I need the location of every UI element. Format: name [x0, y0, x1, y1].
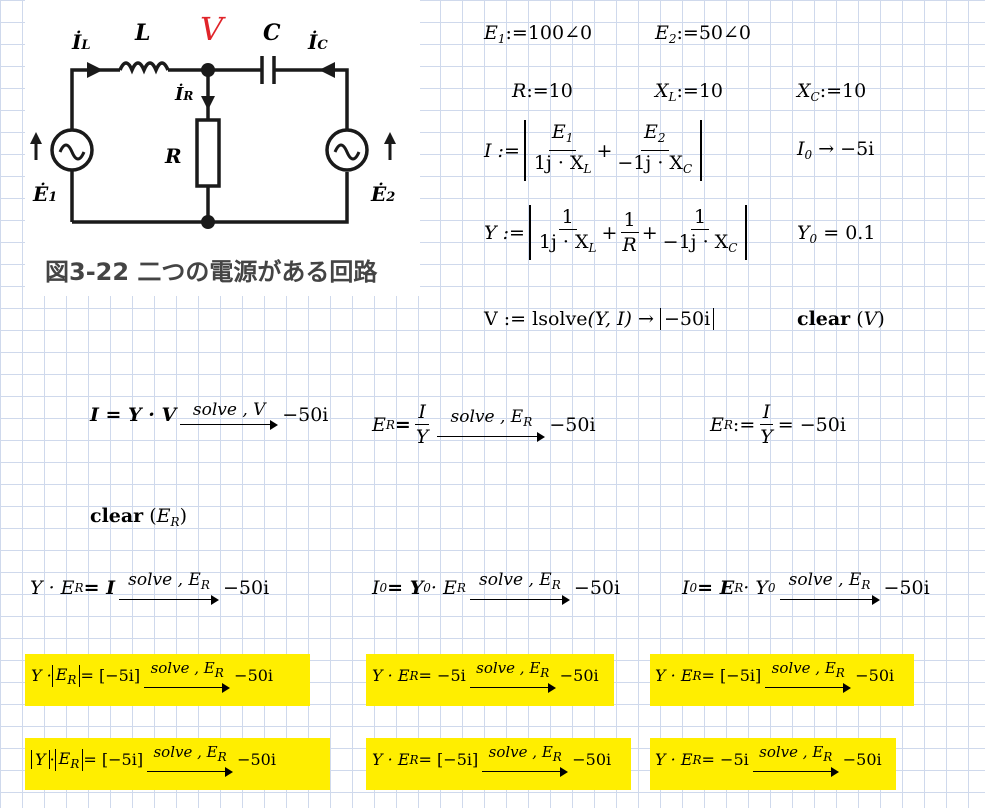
- clear-er[interactable]: clear (ER): [90, 505, 187, 529]
- circuit-figure: İL L V C İC İR R Ė1 Ė2 図3-22 二つの電源がある回路: [25, 0, 420, 296]
- result-a1[interactable]: Y · ER = [−5i] solve , ER −50i: [31, 658, 273, 693]
- yellow-block-b1: [25, 738, 330, 790]
- def-xl[interactable]: XL:=10: [655, 80, 723, 104]
- figure-caption: 図3-22 二つの電源がある回路: [45, 258, 378, 286]
- solve-eq-1[interactable]: I = Y · V solve , V −50i: [90, 400, 328, 430]
- e1-label: Ė1: [33, 182, 58, 206]
- inductor-label: L: [135, 20, 151, 46]
- def-v[interactable]: V := lsolve(Y, I) → −50i: [484, 308, 715, 330]
- i0-result[interactable]: I0 → −5i: [797, 138, 875, 162]
- resistor-label: R: [165, 144, 182, 168]
- clear-v[interactable]: clear (V): [797, 308, 885, 330]
- yellow-block-a3: [650, 654, 914, 706]
- def-xc[interactable]: XC:=10: [797, 80, 867, 104]
- def-e2[interactable]: E2:=50∠0: [655, 22, 752, 46]
- capacitor-label: C: [263, 20, 281, 46]
- node-v-label: V: [200, 10, 224, 48]
- result-b1[interactable]: Y · ER = [−5i] solve , ER −50i: [31, 742, 276, 777]
- ic-label: İC: [308, 30, 328, 54]
- yellow-block-b3: [650, 738, 896, 790]
- yellow-block-b2: [366, 738, 631, 790]
- il-label: İL: [72, 30, 91, 54]
- def-e1[interactable]: E1:=100∠0: [484, 22, 593, 46]
- yellow-block-a1: [25, 654, 310, 706]
- def-r[interactable]: R:=10: [512, 80, 573, 102]
- e2-label: Ė2: [371, 182, 396, 206]
- y0-result[interactable]: Y0 = 0.1: [797, 222, 876, 246]
- ir-label: İR: [175, 84, 194, 105]
- circuit-diagram: [30, 56, 396, 229]
- yellow-block-a2: [366, 654, 614, 706]
- resistor-icon: [195, 118, 221, 188]
